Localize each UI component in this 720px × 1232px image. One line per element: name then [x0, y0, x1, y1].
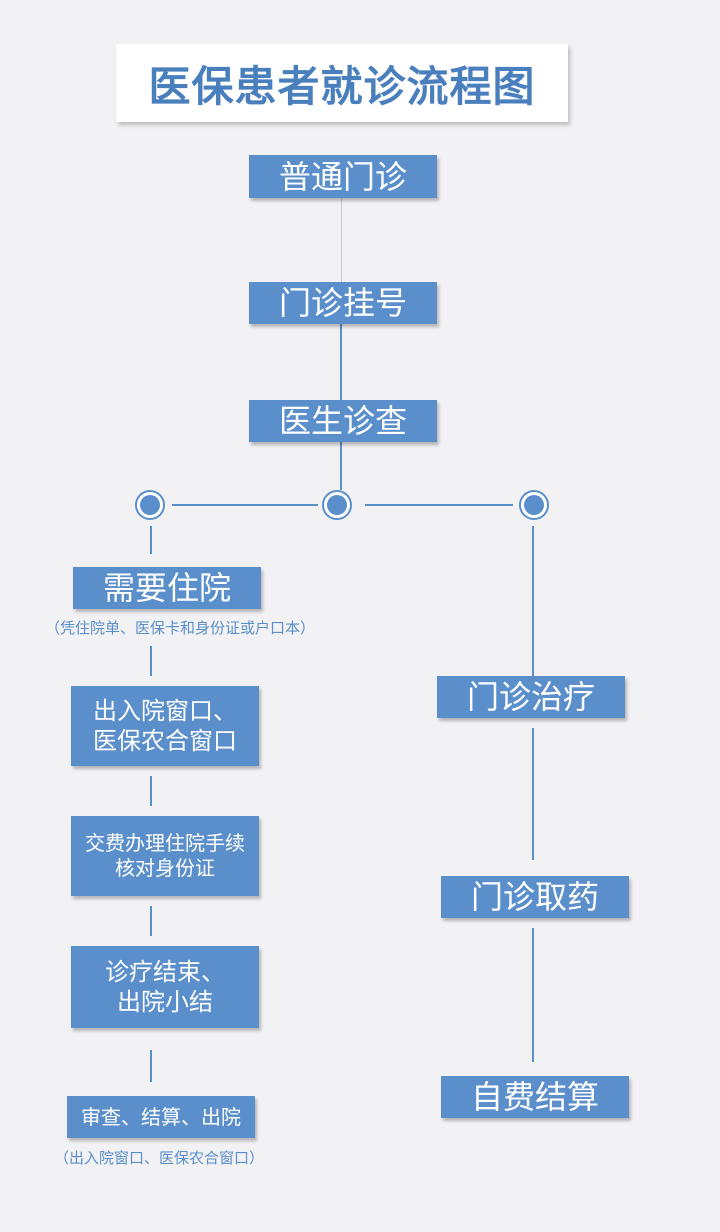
branch-node-center [322, 490, 352, 520]
connector-step1-step2 [341, 198, 342, 282]
treatment-end-line1: 诊疗结束、 [105, 958, 225, 986]
step-general-clinic: 普通门诊 [249, 155, 437, 198]
branch-node-right [519, 490, 549, 520]
pay-admission-line2: 核对身份证 [115, 856, 215, 880]
connector-step3-branch [340, 442, 342, 490]
step-self-pay-settlement: 自费结算 [441, 1076, 629, 1118]
connector-right-node-treat [532, 526, 534, 678]
step-treatment-end: 诊疗结束、 出院小结 [71, 946, 259, 1028]
branch-line-right [365, 504, 513, 506]
connector-pay-end [150, 906, 152, 936]
pay-admission-line1: 交费办理住院手续 [85, 831, 245, 855]
connector-end-final [150, 1050, 152, 1082]
hospitalization-note: （凭住院单、医保卡和身份证或户口本） [44, 619, 315, 637]
connector-medicine-settle [532, 928, 534, 1062]
step-doctor-exam: 医生诊查 [249, 400, 437, 442]
step-outpatient-treatment: 门诊治疗 [437, 676, 625, 718]
step-need-hospitalization: 需要住院 [73, 567, 261, 609]
treatment-end-line2: 出院小结 [117, 988, 213, 1016]
step-review-settle-discharge: 审查、结算、出院 [67, 1096, 255, 1138]
step-admission-window: 出入院窗口、 医保农合窗口 [71, 686, 259, 766]
page-title: 医保患者就诊流程图 [148, 61, 536, 111]
branch-node-left [135, 490, 165, 520]
step-outpatient-medicine: 门诊取药 [441, 876, 629, 918]
step-pay-admission: 交费办理住院手续 核对身份证 [71, 816, 259, 896]
admission-window-line2: 医保农合窗口 [93, 727, 237, 755]
step-registration: 门诊挂号 [249, 282, 437, 324]
connector-left-node-head [150, 526, 152, 554]
title-box: 医保患者就诊流程图 [116, 44, 568, 122]
connector-treat-medicine [532, 728, 534, 860]
admission-window-line1: 出入院窗口、 [93, 697, 237, 725]
connector-window-pay [150, 776, 152, 806]
connector-step2-step3 [340, 324, 342, 400]
discharge-note: （出入院窗口、医保农合窗口） [53, 1149, 264, 1167]
connector-head-window [150, 646, 152, 676]
branch-line-left [172, 504, 318, 506]
